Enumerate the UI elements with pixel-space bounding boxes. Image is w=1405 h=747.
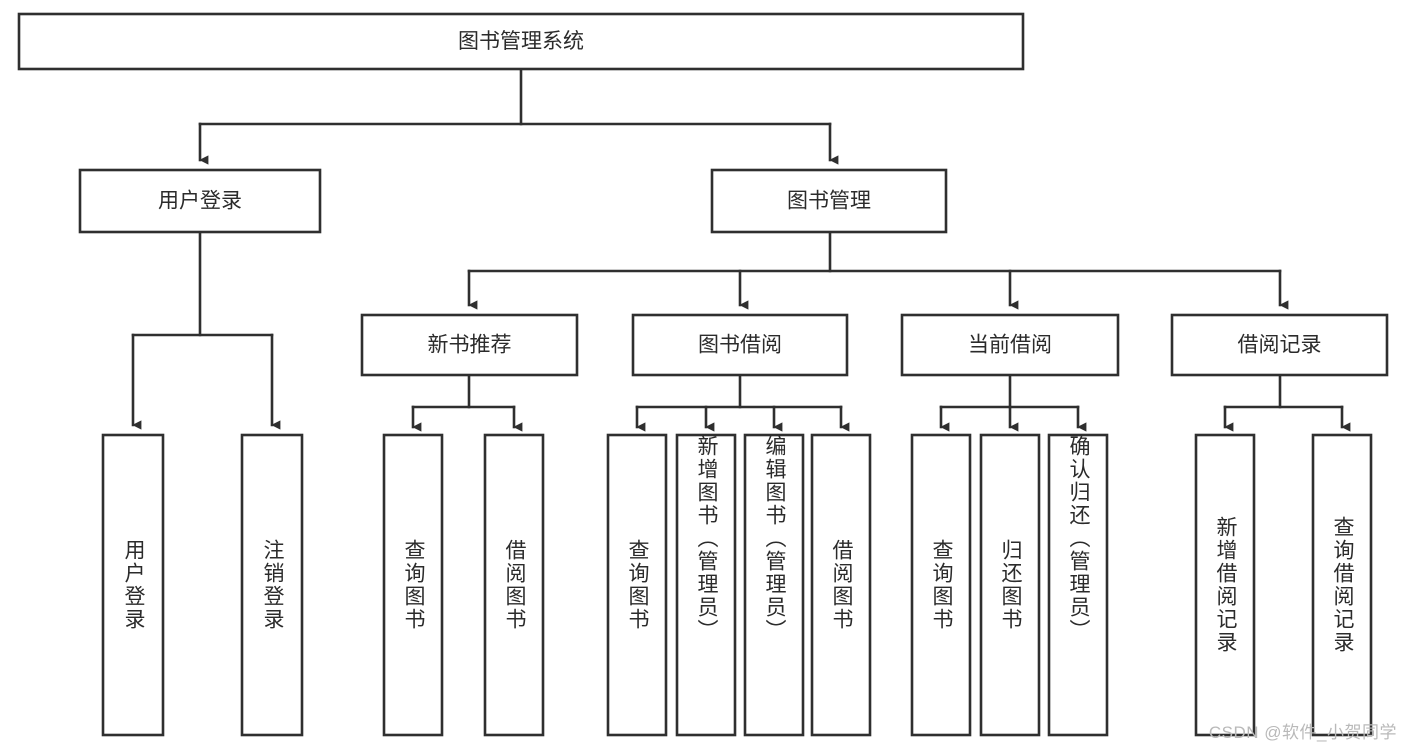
node-leaf-borrow-book-nbr-box[interactable] bbox=[483, 433, 545, 737]
node-leaf-borrow-book-bb-box[interactable] bbox=[810, 433, 872, 737]
node-leaf-query-book-cb-box[interactable] bbox=[910, 433, 972, 737]
node-new-book-recommend-label: 新书推荐 bbox=[428, 334, 512, 357]
node-borrow-record-box[interactable] bbox=[1170, 313, 1389, 377]
node-leaf-query-record-box[interactable] bbox=[1311, 433, 1373, 737]
node-leaf-edit-book-box[interactable] bbox=[743, 433, 805, 737]
node-current-borrow-box[interactable] bbox=[900, 313, 1120, 377]
node-book-manage-label: 图书管理 bbox=[787, 190, 871, 213]
csdn-watermark: CSDN @软件_小贺同学 bbox=[1208, 723, 1397, 742]
node-leaf-return-book-box[interactable] bbox=[979, 433, 1041, 737]
node-root-box[interactable] bbox=[17, 12, 1025, 71]
node-new-book-recommend-box[interactable] bbox=[360, 313, 579, 377]
node-leaf-user-logout-box[interactable] bbox=[240, 433, 304, 737]
node-book-manage-box[interactable] bbox=[710, 168, 948, 234]
node-leaf-add-record-box[interactable] bbox=[1194, 433, 1256, 737]
node-leaf-query-book-bb-box[interactable] bbox=[606, 433, 668, 737]
node-leaf-confirm-return-box[interactable] bbox=[1047, 433, 1109, 737]
node-borrow-record-label: 借阅记录 bbox=[1238, 334, 1322, 357]
node-book-borrow-label: 图书借阅 bbox=[698, 334, 782, 357]
node-leaf-user-login-box[interactable] bbox=[101, 433, 165, 737]
node-user-login-box[interactable] bbox=[78, 168, 322, 234]
node-book-borrow-box[interactable] bbox=[631, 313, 849, 377]
node-root-label: 图书管理系统 bbox=[458, 30, 584, 53]
node-leaf-add-book-box[interactable] bbox=[675, 433, 737, 737]
node-leaf-query-book-nbr-box[interactable] bbox=[382, 433, 444, 737]
node-user-login-label: 用户登录 bbox=[158, 190, 242, 213]
node-current-borrow-label: 当前借阅 bbox=[968, 334, 1052, 357]
